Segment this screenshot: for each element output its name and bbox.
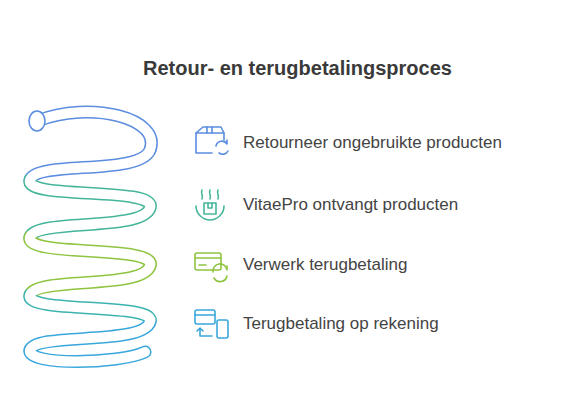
diagram-title: Retour- en terugbetalingsproces — [143, 57, 452, 80]
step-label: VitaePro ontvangt producten — [243, 195, 458, 215]
return-box-icon — [196, 127, 228, 154]
step-label: Terugbetaling op rekening — [243, 314, 439, 334]
account-transfer-icon — [195, 310, 228, 338]
refund-card-icon — [195, 253, 227, 282]
step-label: Retourneer ongebruikte producten — [243, 133, 502, 153]
receive-icon — [196, 190, 224, 220]
step-label: Verwerk terugbetaling — [243, 255, 407, 275]
